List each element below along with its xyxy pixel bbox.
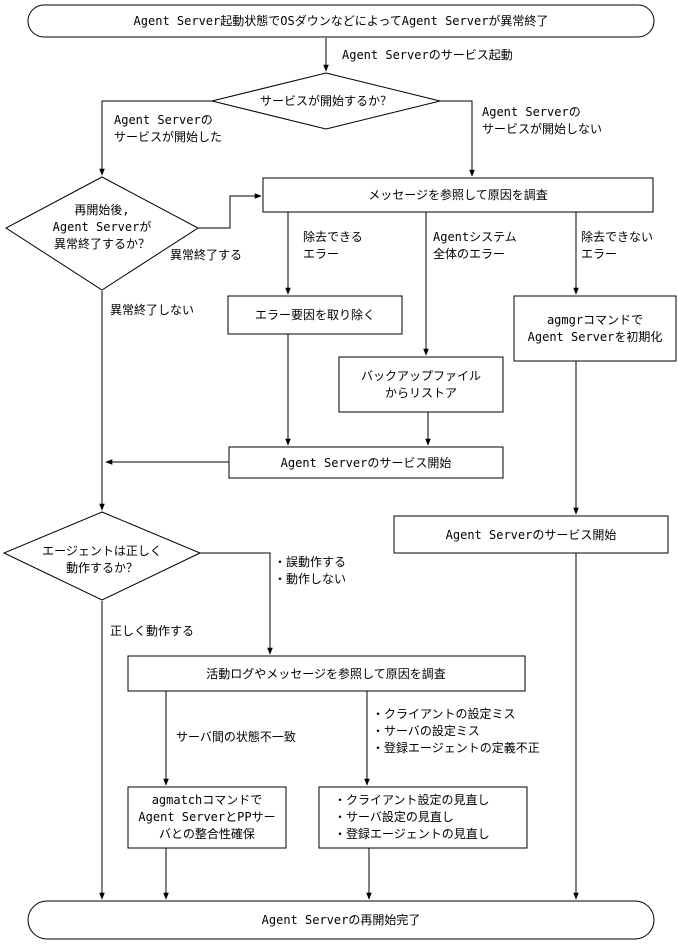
node-remove-cause: エラー要因を取り除く [227, 295, 403, 335]
q-abnormal-line1: 再開始後, [74, 203, 129, 217]
edge-q2-abnormal [198, 193, 262, 229]
node-investigate: メッセージを参照して原因を調査 [262, 177, 654, 213]
label-not-started-line1: Agent Serverの [482, 105, 581, 119]
node-investigate-log: 活動ログやメッセージを参照して原因を調査 [127, 655, 526, 692]
edge-q1-not-started [440, 100, 475, 177]
node-agmatch: agmatchコマンドで Agent ServerとPPサー バとの整合性確保 [127, 786, 287, 849]
restore-line2: からリストア [385, 386, 457, 400]
edge-labels: Agent Serverのサービス起動 Agent Serverの サービスが開… [110, 48, 653, 755]
edge-q1-started [99, 100, 212, 176]
q-abnormal-line3: 異常終了するか？ [54, 236, 150, 251]
node-restore: バックアップファイル からリストア [338, 356, 504, 413]
agmgr-line1: agmgrコマンドで [547, 313, 643, 327]
node-end-text: Agent Serverの再開始完了 [262, 912, 421, 927]
label-service-start-action: Agent Serverのサービス起動 [342, 48, 513, 62]
node-review: ・クライアント設定の見直し ・サーバ設定の見直し ・登録エージェントの見直し [318, 786, 528, 849]
label-malfunction-line2: ・動作しない [274, 572, 346, 586]
q-agent-ok-line1: エージェントは正しく [42, 544, 162, 558]
label-not-started-line2: サービスが開始しない [482, 121, 602, 136]
label-config-errors-line1: ・クライアントの設定ミス [372, 706, 516, 721]
agmatch-line2: Agent ServerとPPサー [138, 810, 275, 824]
label-system-wide-line1: Agentシステム [433, 230, 517, 244]
label-abnormal-yes: 異常終了する [170, 247, 242, 262]
agmatch-line1: agmatchコマンドで [152, 793, 263, 807]
review-line2: ・サーバ設定の見直し [334, 809, 454, 824]
label-works-ok: 正しく動作する [110, 624, 194, 638]
node-end: Agent Serverの再開始完了 [27, 900, 655, 940]
label-started-line1: Agent Serverの [114, 113, 213, 127]
label-state-mismatch: サーバ間の状態不一致 [176, 729, 296, 744]
edge-q3-malfunction [200, 552, 273, 655]
review-line3: ・登録エージェントの見直し [334, 826, 490, 841]
node-agmgr-init: agmgrコマンドで Agent Serverを初期化 [513, 295, 677, 362]
label-removable-line2: エラー [303, 247, 339, 261]
label-system-wide-line2: 全体のエラー [433, 246, 505, 261]
review-line1: ・クライアント設定の見直し [334, 792, 490, 807]
node-service-start-b: Agent Serverのサービス開始 [393, 515, 669, 554]
investigate-log-text: 活動ログやメッセージを参照して原因を調査 [206, 666, 445, 681]
q-service-start-text: サービスが開始するか？ [260, 93, 392, 108]
label-not-removable-line1: 除去できない [581, 229, 653, 244]
label-not-removable-line2: エラー [581, 247, 617, 261]
label-abnormal-no: 異常終了しない [110, 302, 194, 317]
edges [99, 38, 579, 900]
node-q-abnormal: 再開始後, Agent Serverが 異常終了するか？ [5, 176, 199, 291]
node-q-agent-ok: エージェントは正しく 動作するか？ [2, 511, 202, 601]
label-config-errors-line2: ・サーバの設定ミス [372, 723, 480, 738]
agmatch-line3: バとの整合性確保 [159, 826, 255, 841]
q-abnormal-line2: Agent Serverが [53, 219, 152, 234]
agmgr-line2: Agent Serverを初期化 [528, 330, 663, 344]
label-removable-line1: 除去できる [303, 229, 363, 244]
node-q-service-start: サービスが開始するか？ [211, 72, 441, 130]
restore-line1: バックアップファイル [361, 369, 481, 383]
node-start: Agent Server起動状態でOSダウンなどによってAgent Server… [27, 4, 655, 38]
remove-cause-text: エラー要因を取り除く [255, 307, 375, 322]
label-config-errors-line3: ・登録エージェントの定義不正 [372, 740, 540, 755]
service-start-a-text: Agent Serverのサービス開始 [281, 456, 452, 470]
investigate-text: メッセージを参照して原因を調査 [368, 187, 547, 202]
node-start-text: Agent Server起動状態でOSダウンなどによってAgent Server… [134, 13, 549, 28]
label-malfunction-line1: ・誤動作する [274, 554, 346, 569]
q-agent-ok-line2: 動作するか？ [66, 561, 138, 575]
label-started-line2: サービスが開始した [114, 129, 222, 144]
node-service-start-a: Agent Serverのサービス開始 [228, 446, 504, 479]
service-start-b-text: Agent Serverのサービス開始 [446, 528, 617, 542]
